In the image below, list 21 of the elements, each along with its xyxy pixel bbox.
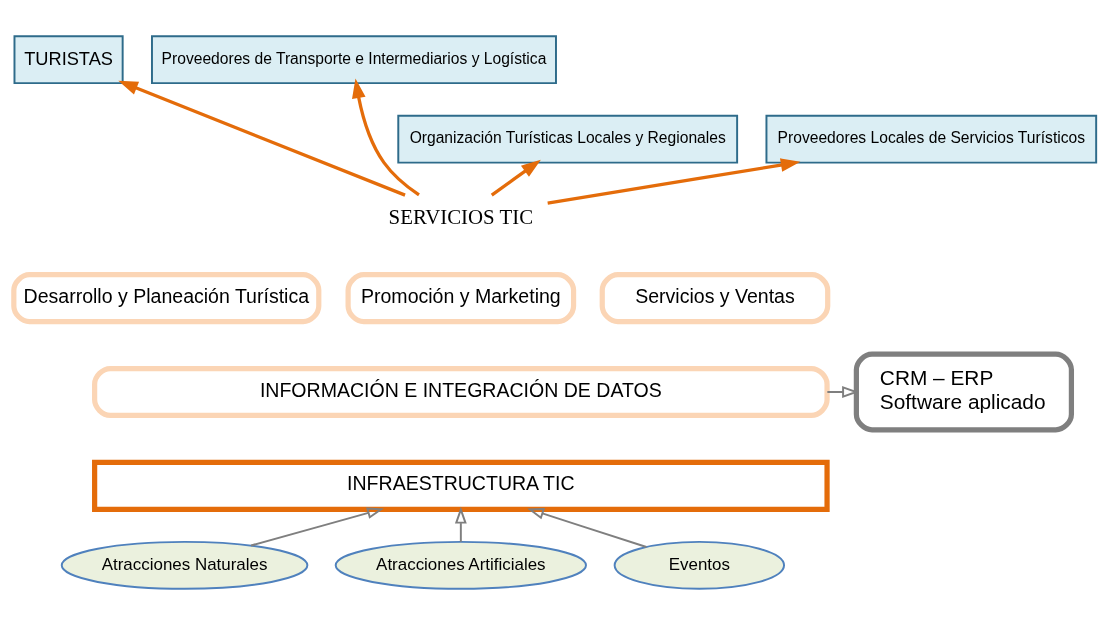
node-ellipse: Atracciones Naturales (60, 540, 309, 590)
arrow (118, 80, 406, 197)
node-box: TURISTAS (13, 35, 124, 85)
node-box: Proveedores Locales de Servicios Turísticos (765, 114, 1098, 164)
node-text: SERVICIOS TIC (388, 204, 534, 229)
node-box: Promoción y Marketing (345, 272, 577, 325)
node-ellipse: Eventos (613, 540, 785, 590)
node-box: CRM – ERP Software aplicado (853, 351, 1074, 433)
arrow (490, 159, 541, 197)
node-box: Organización Turísticas Locales y Regionales (397, 114, 739, 164)
node-box: Proveedores de Transporte e Intermediarios y Logística (151, 35, 557, 85)
arrow (527, 508, 648, 548)
node-ellipse: Atracciones Artificiales (334, 540, 587, 590)
node-box: INFORMACIÓN E INTEGRACIÓN DE DATOS (92, 365, 830, 419)
arrow (454, 506, 467, 543)
arrow (250, 507, 384, 547)
node-box: Desarrollo y Planeación Turística (11, 272, 322, 325)
arrow (352, 78, 420, 197)
node-box: INFRAESTRUCTURA TIC (92, 459, 830, 512)
node-box: Servicios y Ventas (599, 272, 831, 325)
arrow (547, 158, 801, 205)
